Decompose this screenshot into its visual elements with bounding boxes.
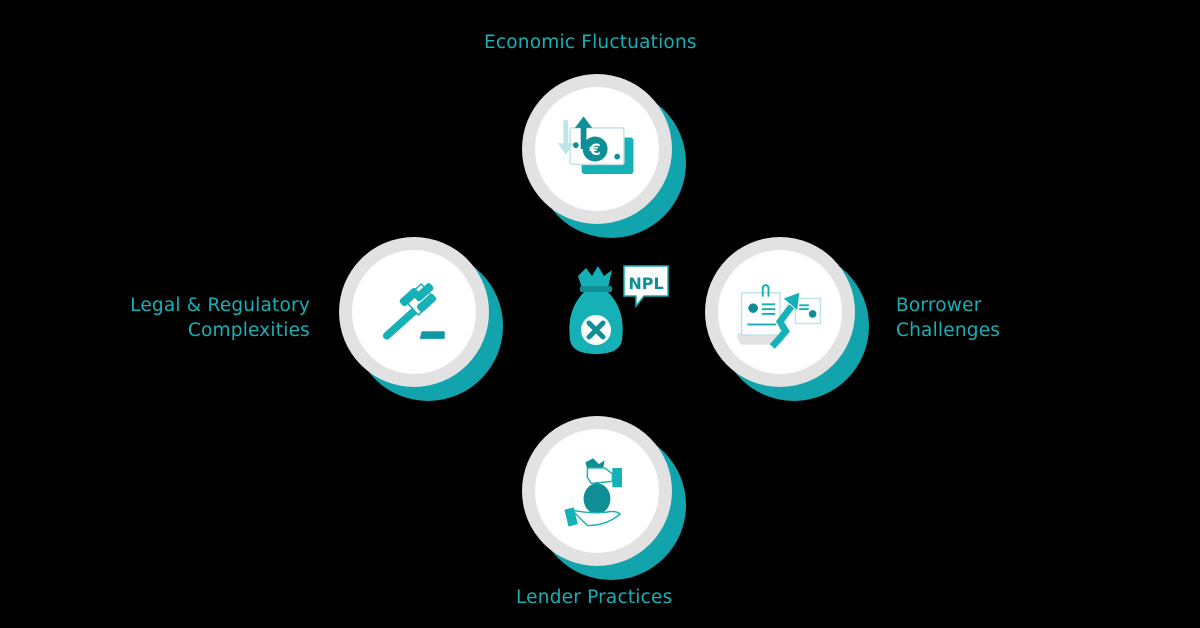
node-economic-fluctuations: € — [522, 74, 686, 238]
label-line-2: Complexities — [187, 320, 310, 341]
label-line-1: Borrower — [896, 295, 982, 316]
label-legal-regulatory: Legal & Regulatory Complexities — [110, 293, 310, 343]
documents-rising-arrow-icon — [737, 284, 822, 349]
svg-text:€: € — [588, 140, 600, 159]
gavel-icon — [382, 282, 445, 340]
label-economic-fluctuations: Economic Fluctuations — [484, 32, 697, 53]
node-legal-regulatory — [339, 237, 503, 401]
node-lender-practices — [522, 416, 686, 580]
npl-badge: NPL — [628, 274, 663, 293]
label-line-2: Challenges — [896, 320, 1001, 341]
center-npl-icon: NPL — [556, 248, 676, 368]
label-line-1: Legal & Regulatory — [130, 295, 310, 316]
money-bag-x-icon: NPL — [569, 265, 669, 354]
label-borrower-challenges: Borrower Challenges — [896, 293, 1000, 343]
node-borrower-challenges — [705, 237, 869, 401]
euro-banknote-arrows-icon: € — [557, 116, 634, 174]
hand-money-bag-icon — [564, 458, 622, 527]
label-lender-practices: Lender Practices — [516, 587, 673, 608]
